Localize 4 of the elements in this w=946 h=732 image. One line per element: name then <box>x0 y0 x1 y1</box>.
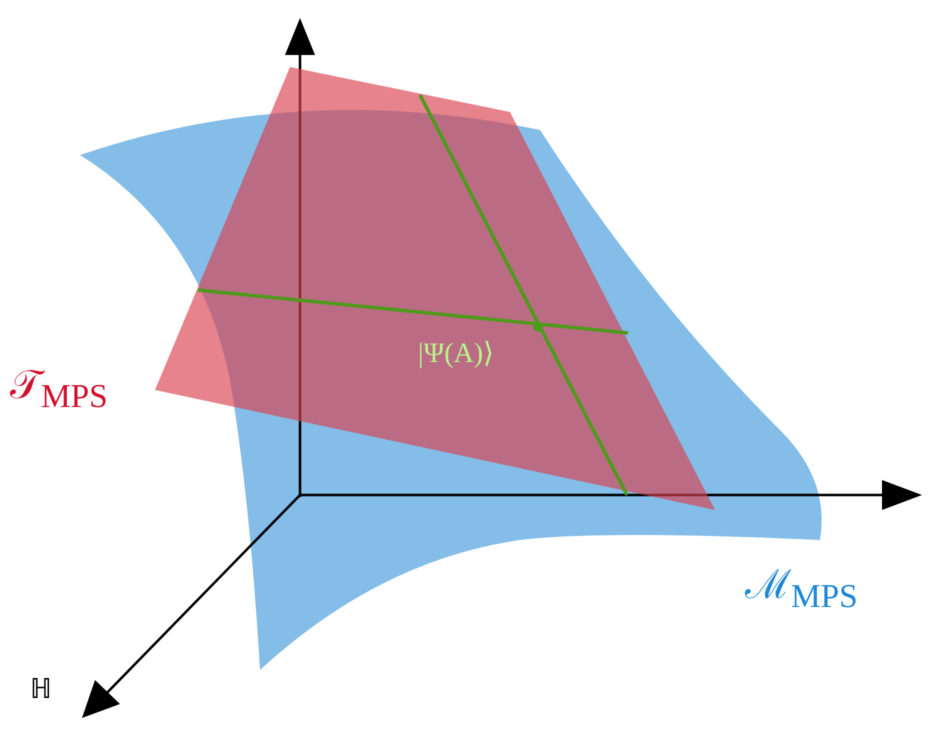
surface-label: 𝒯$_{MPS}$ <box>10 365 108 414</box>
axis-label: ℍ <box>30 676 52 704</box>
point-label: |Ψ(A)⟩ <box>418 340 494 368</box>
surface-label: ℳ$_{MPS}$ <box>745 565 858 614</box>
